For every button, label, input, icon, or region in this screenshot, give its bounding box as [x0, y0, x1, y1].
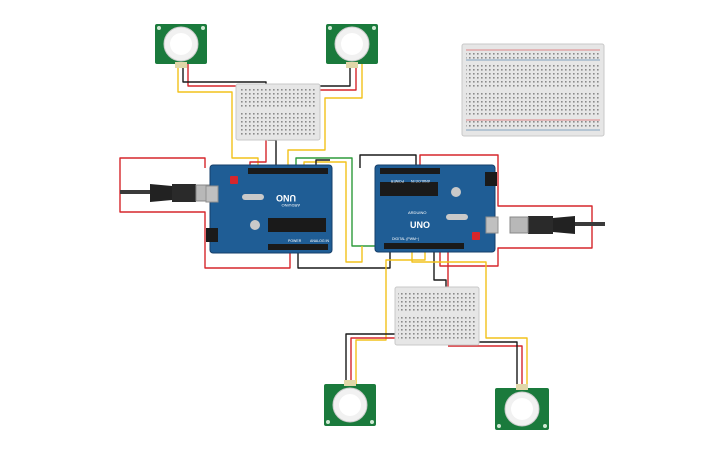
wire-black	[297, 250, 391, 269]
arduino-uno-left[interactable]: UNO ARDUINO POWER ANALOG IN	[205, 164, 333, 254]
power-header-label: POWER	[390, 179, 404, 183]
breadboard-bottom[interactable]	[394, 286, 480, 346]
arduino-uno-right[interactable]: UNO ARDUINO POWER ANALOG IN DIGITAL (PWM…	[374, 164, 499, 253]
wire-red	[119, 157, 291, 269]
wire-yellow	[287, 64, 363, 168]
wire-yellow	[355, 250, 426, 384]
digital-header-label: DIGITAL (PWM~)	[392, 237, 419, 241]
wire-yellow	[411, 250, 528, 388]
pir-sensor[interactable]	[324, 380, 376, 426]
breadboard-top[interactable]	[235, 83, 321, 141]
pir-sensor[interactable]	[495, 384, 549, 430]
wire-black	[446, 341, 518, 388]
wire-red	[419, 154, 593, 267]
analog-header-label: ANALOG IN	[410, 179, 430, 183]
uno-logo-text: UNO	[276, 193, 296, 203]
power-header-label: POWER	[288, 239, 302, 243]
analog-header-label: ANALOG IN	[310, 239, 330, 243]
pir-sensor[interactable]	[155, 24, 207, 68]
wire-black	[270, 64, 351, 87]
pir-sensor[interactable]	[326, 24, 378, 68]
wire-red	[448, 345, 523, 388]
breadboard-large[interactable]	[461, 43, 605, 137]
wire-black	[359, 154, 417, 168]
wire-yellow	[177, 64, 259, 168]
usb-cable-left[interactable]	[120, 184, 215, 202]
arduino-brand-text: ARDUINO	[282, 203, 300, 208]
wire-yellow	[303, 161, 363, 263]
wire-green	[295, 157, 378, 247]
usb-cable-right[interactable]	[509, 216, 605, 234]
arduino-brand-text: ARDUINO	[408, 210, 426, 215]
uno-logo-text: UNO	[410, 220, 430, 230]
